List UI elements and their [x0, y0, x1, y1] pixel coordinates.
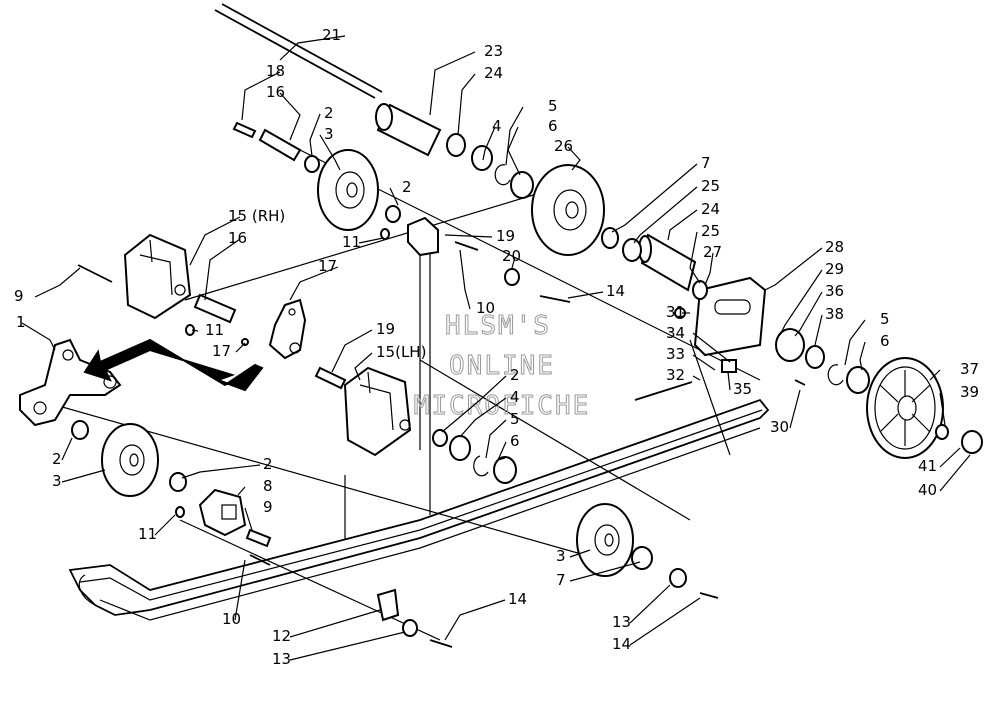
- block-21: [407, 216, 439, 257]
- callout-10-left: 9: [14, 287, 24, 305]
- callout-3-right: 3: [556, 547, 566, 565]
- bolts: [77, 241, 806, 648]
- callout-29: 29: [825, 260, 844, 278]
- callout-27: 27: [703, 243, 722, 261]
- callout-30: 30: [770, 418, 789, 436]
- callout-16-top: 16: [266, 83, 285, 101]
- callout-5-right: 5: [880, 310, 890, 328]
- callout-5-top: 5: [548, 97, 558, 115]
- front-direction-arrow-icon: [83, 338, 264, 392]
- wheel-3-upper: [317, 149, 379, 231]
- watermark-line-3: MICROFICHE: [414, 391, 591, 421]
- leader-lines: [21, 35, 971, 661]
- callout-38: 38: [825, 305, 844, 323]
- callout-2-left: 2: [52, 450, 62, 468]
- callout-13-right: 13: [612, 613, 631, 631]
- callout-31: 31: [666, 303, 685, 321]
- callout-14-lower: 14: [508, 590, 527, 608]
- sleeve-9: [245, 528, 272, 548]
- callout-3-left: 3: [52, 472, 62, 490]
- wheel-3-left: [101, 423, 159, 497]
- sleeve-16-upper: [258, 128, 302, 162]
- callout-18: 17: [212, 342, 231, 360]
- callout-6-top: 6: [548, 117, 558, 135]
- callout-6-right: 6: [880, 332, 890, 350]
- wheel-37-spoked: [866, 357, 944, 459]
- callout-13-left: 13: [272, 650, 291, 668]
- callout-21: 19: [496, 227, 515, 245]
- arm-17: [268, 298, 307, 360]
- callout-25-low: 25: [701, 222, 720, 240]
- wheel-26: [531, 164, 605, 256]
- callout-3-top: 3: [324, 125, 334, 143]
- callout-12: 12: [272, 627, 291, 645]
- callout-25-mid: 25: [701, 177, 720, 195]
- washers-and-bearings: [71, 133, 983, 637]
- callout-8: 8: [263, 477, 273, 495]
- callout-25-top: 24: [484, 64, 503, 82]
- callout-35: 35: [733, 380, 752, 398]
- arm-1: [19, 338, 122, 427]
- callout-24-mid: 24: [701, 200, 720, 218]
- bracket-15-lh: [343, 366, 412, 457]
- callout-2-lower: 2: [263, 455, 273, 473]
- callout-37: 37: [960, 360, 979, 378]
- callout-14-right: 14: [612, 635, 631, 653]
- callout-20: 18: [266, 62, 285, 80]
- sleeve-35: [721, 359, 737, 373]
- callout-5-mid: 5: [510, 410, 520, 428]
- callout-17: 17: [318, 257, 337, 275]
- callout-4-top: 4: [492, 117, 502, 135]
- callout-11-lower: 11: [138, 525, 157, 543]
- callout-15-lh: 15(LH): [376, 343, 426, 361]
- callout-41: 41: [918, 457, 937, 475]
- callout-28: 28: [825, 238, 844, 256]
- callout-32: 32: [666, 366, 685, 384]
- callout-7-right: 7: [701, 154, 711, 172]
- callout-24-top: 23: [484, 42, 503, 60]
- callout-11-mid: 11: [205, 321, 224, 339]
- watermark-line-1: HLSM'S: [445, 311, 551, 341]
- callout-15-rh: 15 (RH): [228, 207, 285, 225]
- sleeve-19: [314, 366, 347, 390]
- callout-10-lower: 10: [222, 610, 241, 628]
- callout-labels: 21 23 24 18 16 2 3 5 6 4 26 2 7 25 24 25…: [14, 26, 979, 668]
- block-8: [198, 488, 247, 537]
- callout-14-upper: 14: [606, 282, 625, 300]
- sleeve-16-mid: [193, 293, 237, 324]
- sleeve-20: [232, 121, 257, 139]
- bracket-15-rh: [123, 233, 192, 320]
- callout-34: 34: [666, 324, 685, 342]
- callout-33: 33: [666, 345, 685, 363]
- spacer-24-lower: [638, 233, 697, 292]
- callout-6-mid: 6: [510, 432, 520, 450]
- callout-1: 1: [16, 313, 26, 331]
- callout-7-lower: 7: [556, 571, 566, 589]
- watermark: HLSM'S ONLINE MICROFICHE: [413, 311, 591, 422]
- callout-2-mid: 2: [510, 366, 520, 384]
- callout-39: 39: [960, 383, 979, 401]
- callout-36: 36: [825, 282, 844, 300]
- callout-26: 26: [554, 137, 573, 155]
- callout-2-top: 2: [324, 104, 334, 122]
- callout-2-upper: 2: [402, 178, 412, 196]
- plate-28: [693, 276, 767, 357]
- watermark-line-2: ONLINE: [449, 351, 555, 381]
- wheel-3-right: [576, 503, 634, 577]
- callout-19: 19: [376, 320, 395, 338]
- slide-rail: [68, 398, 770, 621]
- callout-40: 40: [918, 481, 937, 499]
- callout-4-mid: 4: [510, 388, 520, 406]
- callout-16-mid: 16: [228, 229, 247, 247]
- callout-9: 9: [263, 498, 273, 516]
- block-12: [376, 588, 400, 622]
- callout-23: 21: [322, 26, 341, 44]
- callout-22: 20: [502, 247, 521, 265]
- callout-11-upper: 11: [342, 233, 361, 251]
- callout-10-mid: 10: [476, 299, 495, 317]
- spacer-24-upper: [375, 103, 442, 157]
